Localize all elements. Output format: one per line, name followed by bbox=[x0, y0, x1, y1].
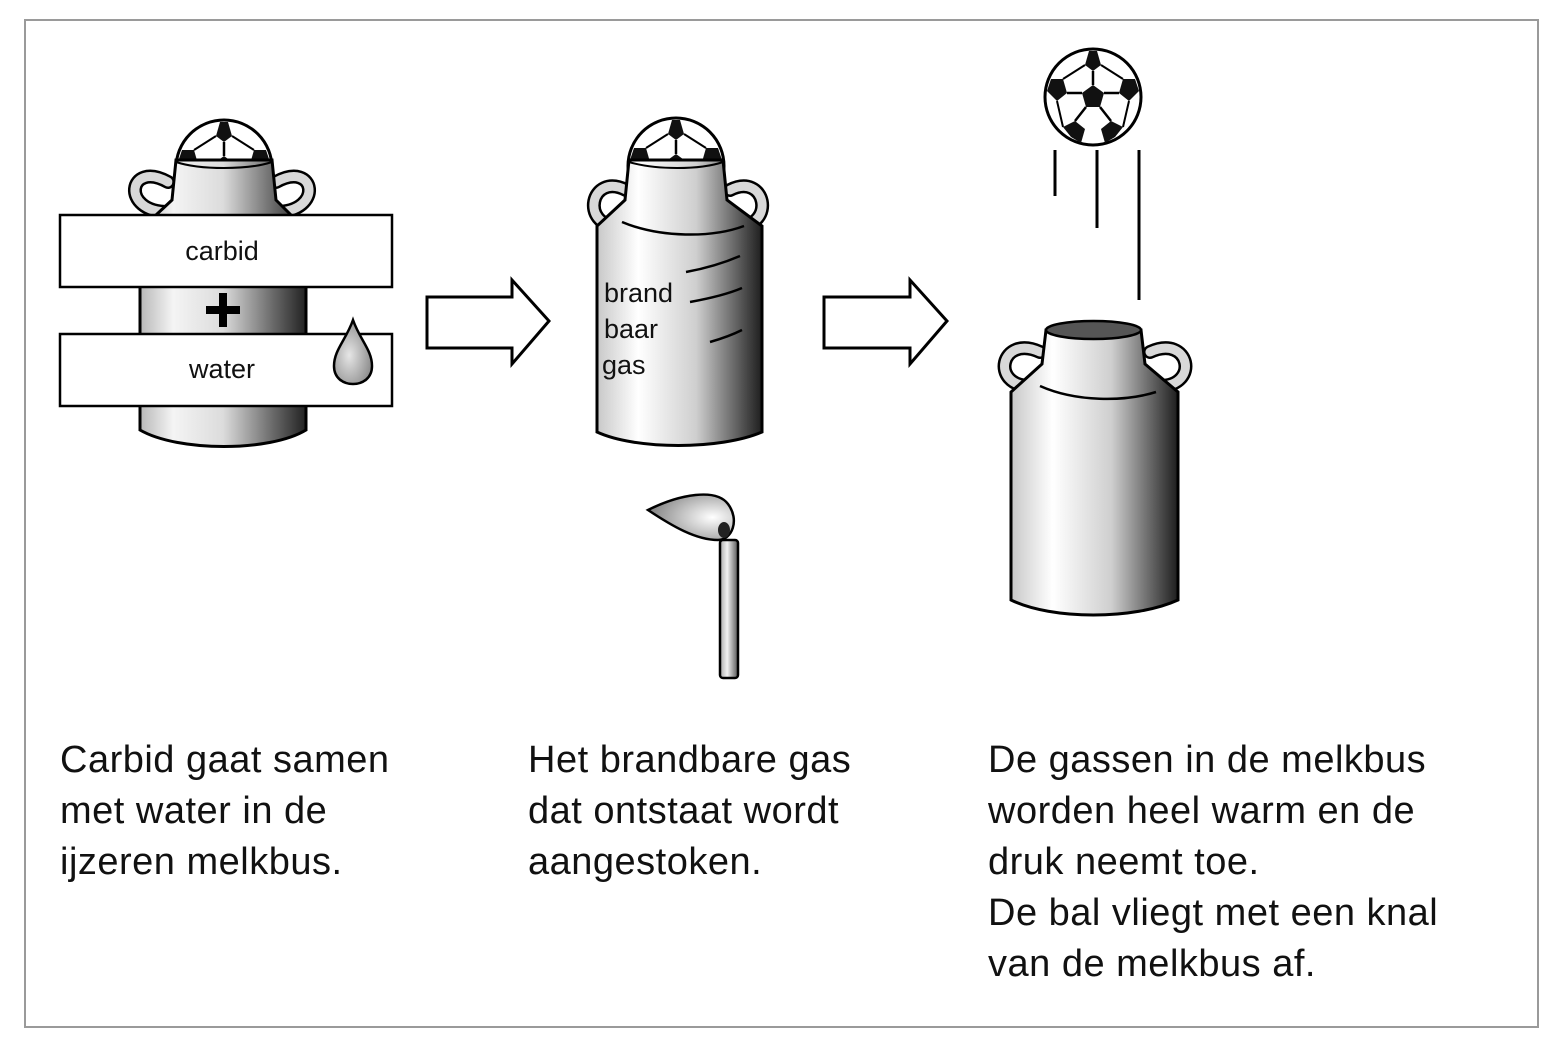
can-label-line: gas bbox=[602, 350, 646, 380]
caption-line: van de melkbus af. bbox=[988, 943, 1316, 985]
step3-milk-can bbox=[997, 319, 1193, 617]
caption-line: worden heel warm en de bbox=[988, 790, 1416, 832]
step3-caption: De gassen in de melkbus worden heel warm… bbox=[988, 735, 1438, 990]
step2-caption: Het brandbare gas dat ontstaat wordt aan… bbox=[528, 735, 851, 888]
caption-line: dat ontstaat wordt bbox=[528, 790, 840, 832]
caption-line: met water in de bbox=[60, 790, 328, 832]
caption-line: De bal vliegt met een knal bbox=[988, 892, 1439, 934]
soccer-ball-icon bbox=[1043, 47, 1143, 147]
step1-caption: Carbid gaat samen met water in de ijzere… bbox=[60, 735, 390, 888]
caption-line: druk neemt toe. bbox=[988, 841, 1260, 883]
caption-line: Carbid gaat samen bbox=[60, 739, 390, 781]
can-label-line: brand bbox=[604, 278, 673, 308]
flying-soccer-ball bbox=[1043, 47, 1143, 300]
water-label: water bbox=[188, 354, 255, 384]
water-drop-icon bbox=[332, 316, 374, 386]
can-label-line: baar bbox=[604, 314, 658, 344]
arrow-right-icon bbox=[822, 276, 949, 369]
caption-line: De gassen in de melkbus bbox=[988, 739, 1427, 781]
caption-line: ijzeren melkbus. bbox=[60, 841, 343, 883]
arrow-right-icon bbox=[425, 276, 551, 369]
step2-milk-can: brand baar gas bbox=[586, 116, 770, 447]
caption-line: Het brandbare gas bbox=[528, 739, 852, 781]
carbid-label: carbid bbox=[185, 236, 259, 266]
burning-match-icon bbox=[645, 493, 740, 680]
water-box: water bbox=[58, 332, 394, 408]
carbid-box: carbid bbox=[58, 213, 394, 289]
plus-sign bbox=[206, 293, 240, 327]
caption-line: aangestoken. bbox=[528, 841, 763, 883]
